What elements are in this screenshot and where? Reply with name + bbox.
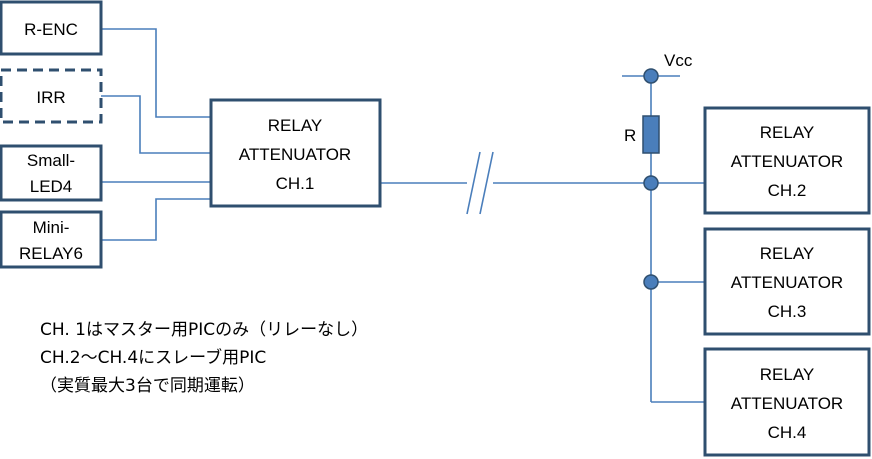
- box-label-line3: CH.4: [768, 423, 807, 442]
- wire-mini-relay6: [101, 198, 211, 241]
- box-label-line3: CH.3: [768, 302, 807, 321]
- note-line-3: （実質最大3台で同期運転）: [40, 376, 255, 396]
- input-label-line2: RELAY6: [19, 244, 83, 263]
- input-label-line1: Small-: [27, 151, 75, 170]
- master-attenuator-ch1: RELAY ATTENUATOR CH.1: [209, 98, 382, 208]
- input-renc: R-ENC: [0, 0, 103, 56]
- pullup-resistor: [642, 115, 660, 154]
- wires: [101, 28, 705, 403]
- input-irr: IRR: [0, 68, 103, 124]
- input-label: IRR: [36, 88, 65, 107]
- line-break-symbol: [466, 151, 494, 215]
- box-label-line2: ATTENUATOR: [239, 145, 351, 164]
- bus-node-ch2: [643, 175, 659, 191]
- input-label: R-ENC: [24, 20, 78, 39]
- slave-attenuator-ch4: RELAY ATTENUATOR CH.4: [703, 347, 871, 457]
- input-small-led4: Small- LED4: [0, 144, 103, 202]
- box-label-line2: ATTENUATOR: [731, 273, 843, 292]
- box-label-line2: ATTENUATOR: [731, 152, 843, 171]
- box-label-line1: RELAY: [268, 116, 323, 135]
- vcc-node: [643, 68, 659, 84]
- bus-node-ch3: [643, 274, 659, 290]
- slave-attenuator-ch3: RELAY ATTENUATOR CH.3: [703, 227, 871, 336]
- note-line-2: CH.2～CH.4にスレーブ用PIC: [40, 348, 267, 368]
- vcc-label: Vcc: [664, 51, 693, 70]
- input-mini-relay6: Mini- RELAY6: [0, 210, 103, 269]
- box-label-line1: RELAY: [760, 123, 815, 142]
- input-label-line1: Mini-: [33, 218, 70, 237]
- wire-irr: [101, 95, 211, 154]
- box-label-line2: ATTENUATOR: [731, 394, 843, 413]
- box-label-line1: RELAY: [760, 365, 815, 384]
- box-label-line3: CH.2: [768, 181, 807, 200]
- input-label-line2: LED4: [30, 177, 73, 196]
- slave-attenuator-ch2: RELAY ATTENUATOR CH.2: [703, 106, 871, 215]
- wire-renc: [101, 28, 211, 118]
- note-line-1: CH. 1はマスター用PICのみ（リレーなし）: [40, 320, 369, 340]
- box-label-line3: CH.1: [276, 174, 315, 193]
- box-label-line1: RELAY: [760, 244, 815, 263]
- resistor-label: R: [624, 126, 636, 145]
